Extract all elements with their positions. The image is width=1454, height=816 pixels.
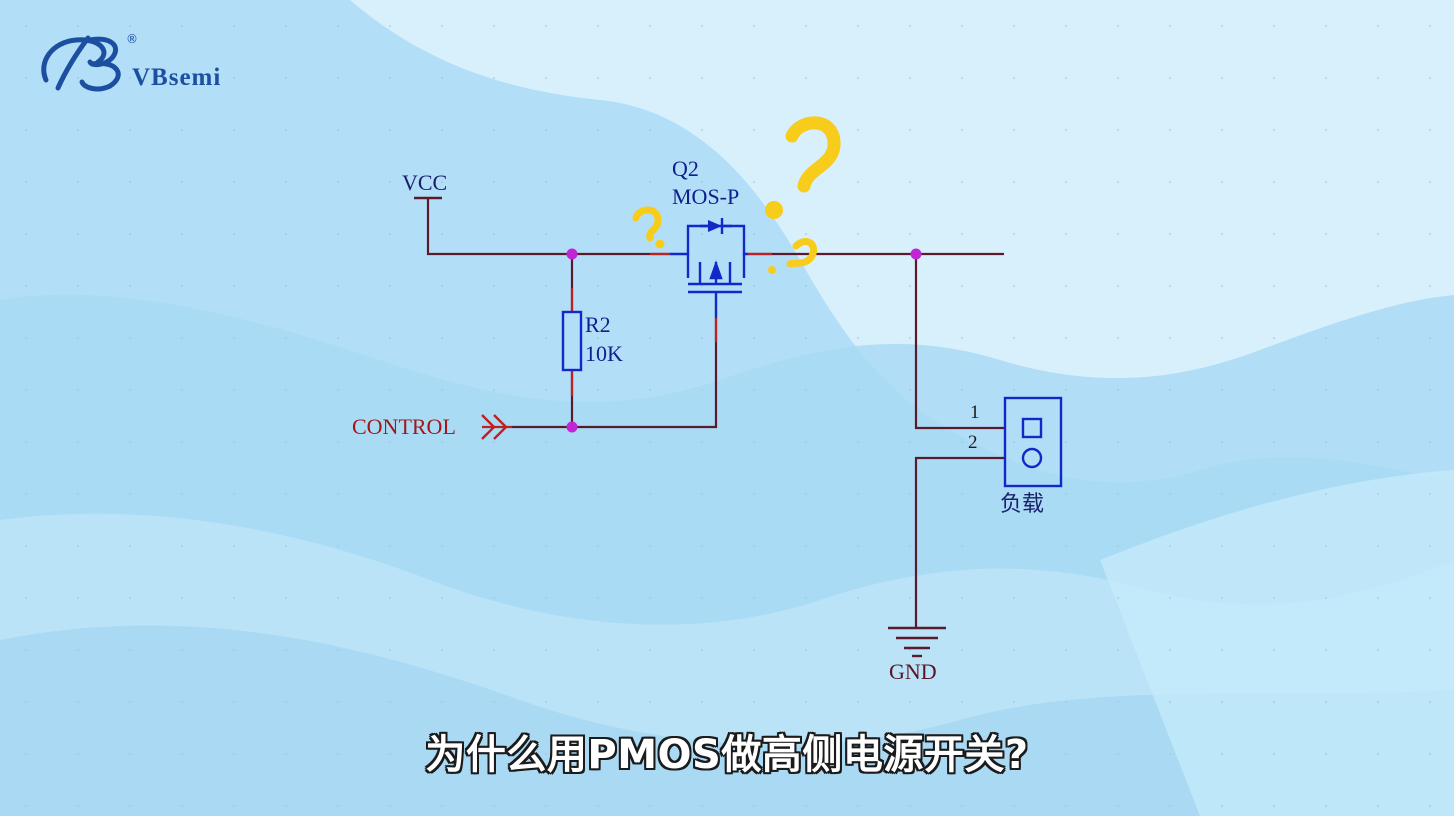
control-port-arrow-icon xyxy=(481,414,508,440)
resistor-value-label: 10K xyxy=(585,341,623,366)
question-dots xyxy=(655,201,783,274)
pin-1-label: 1 xyxy=(970,402,980,423)
brand-name: VBsemi xyxy=(132,64,222,91)
load-connector xyxy=(1003,396,1063,488)
load-label: 负载 xyxy=(1000,492,1045,517)
resistor-ref-label: R2 xyxy=(585,312,611,337)
vbsemi-logo-icon xyxy=(41,35,121,92)
vcc-label: VCC xyxy=(402,170,448,195)
junction-dots xyxy=(566,248,922,433)
pin-stubs xyxy=(482,252,772,429)
p-mosfet-symbol xyxy=(670,218,748,318)
subtitle-caption: 为什么用PMOS做高侧电源开关? xyxy=(425,732,1029,778)
wires xyxy=(426,198,1005,627)
resistor-body xyxy=(561,310,583,372)
question-mark-icon xyxy=(632,116,841,268)
transistor-type-label: MOS-P xyxy=(672,184,740,209)
ground-symbol xyxy=(888,626,946,658)
registered-mark: ® xyxy=(126,32,138,46)
transistor-ref-label: Q2 xyxy=(672,156,699,181)
pin-2-label: 2 xyxy=(968,432,978,453)
control-label: CONTROL xyxy=(352,414,456,439)
gnd-label: GND xyxy=(889,659,937,684)
